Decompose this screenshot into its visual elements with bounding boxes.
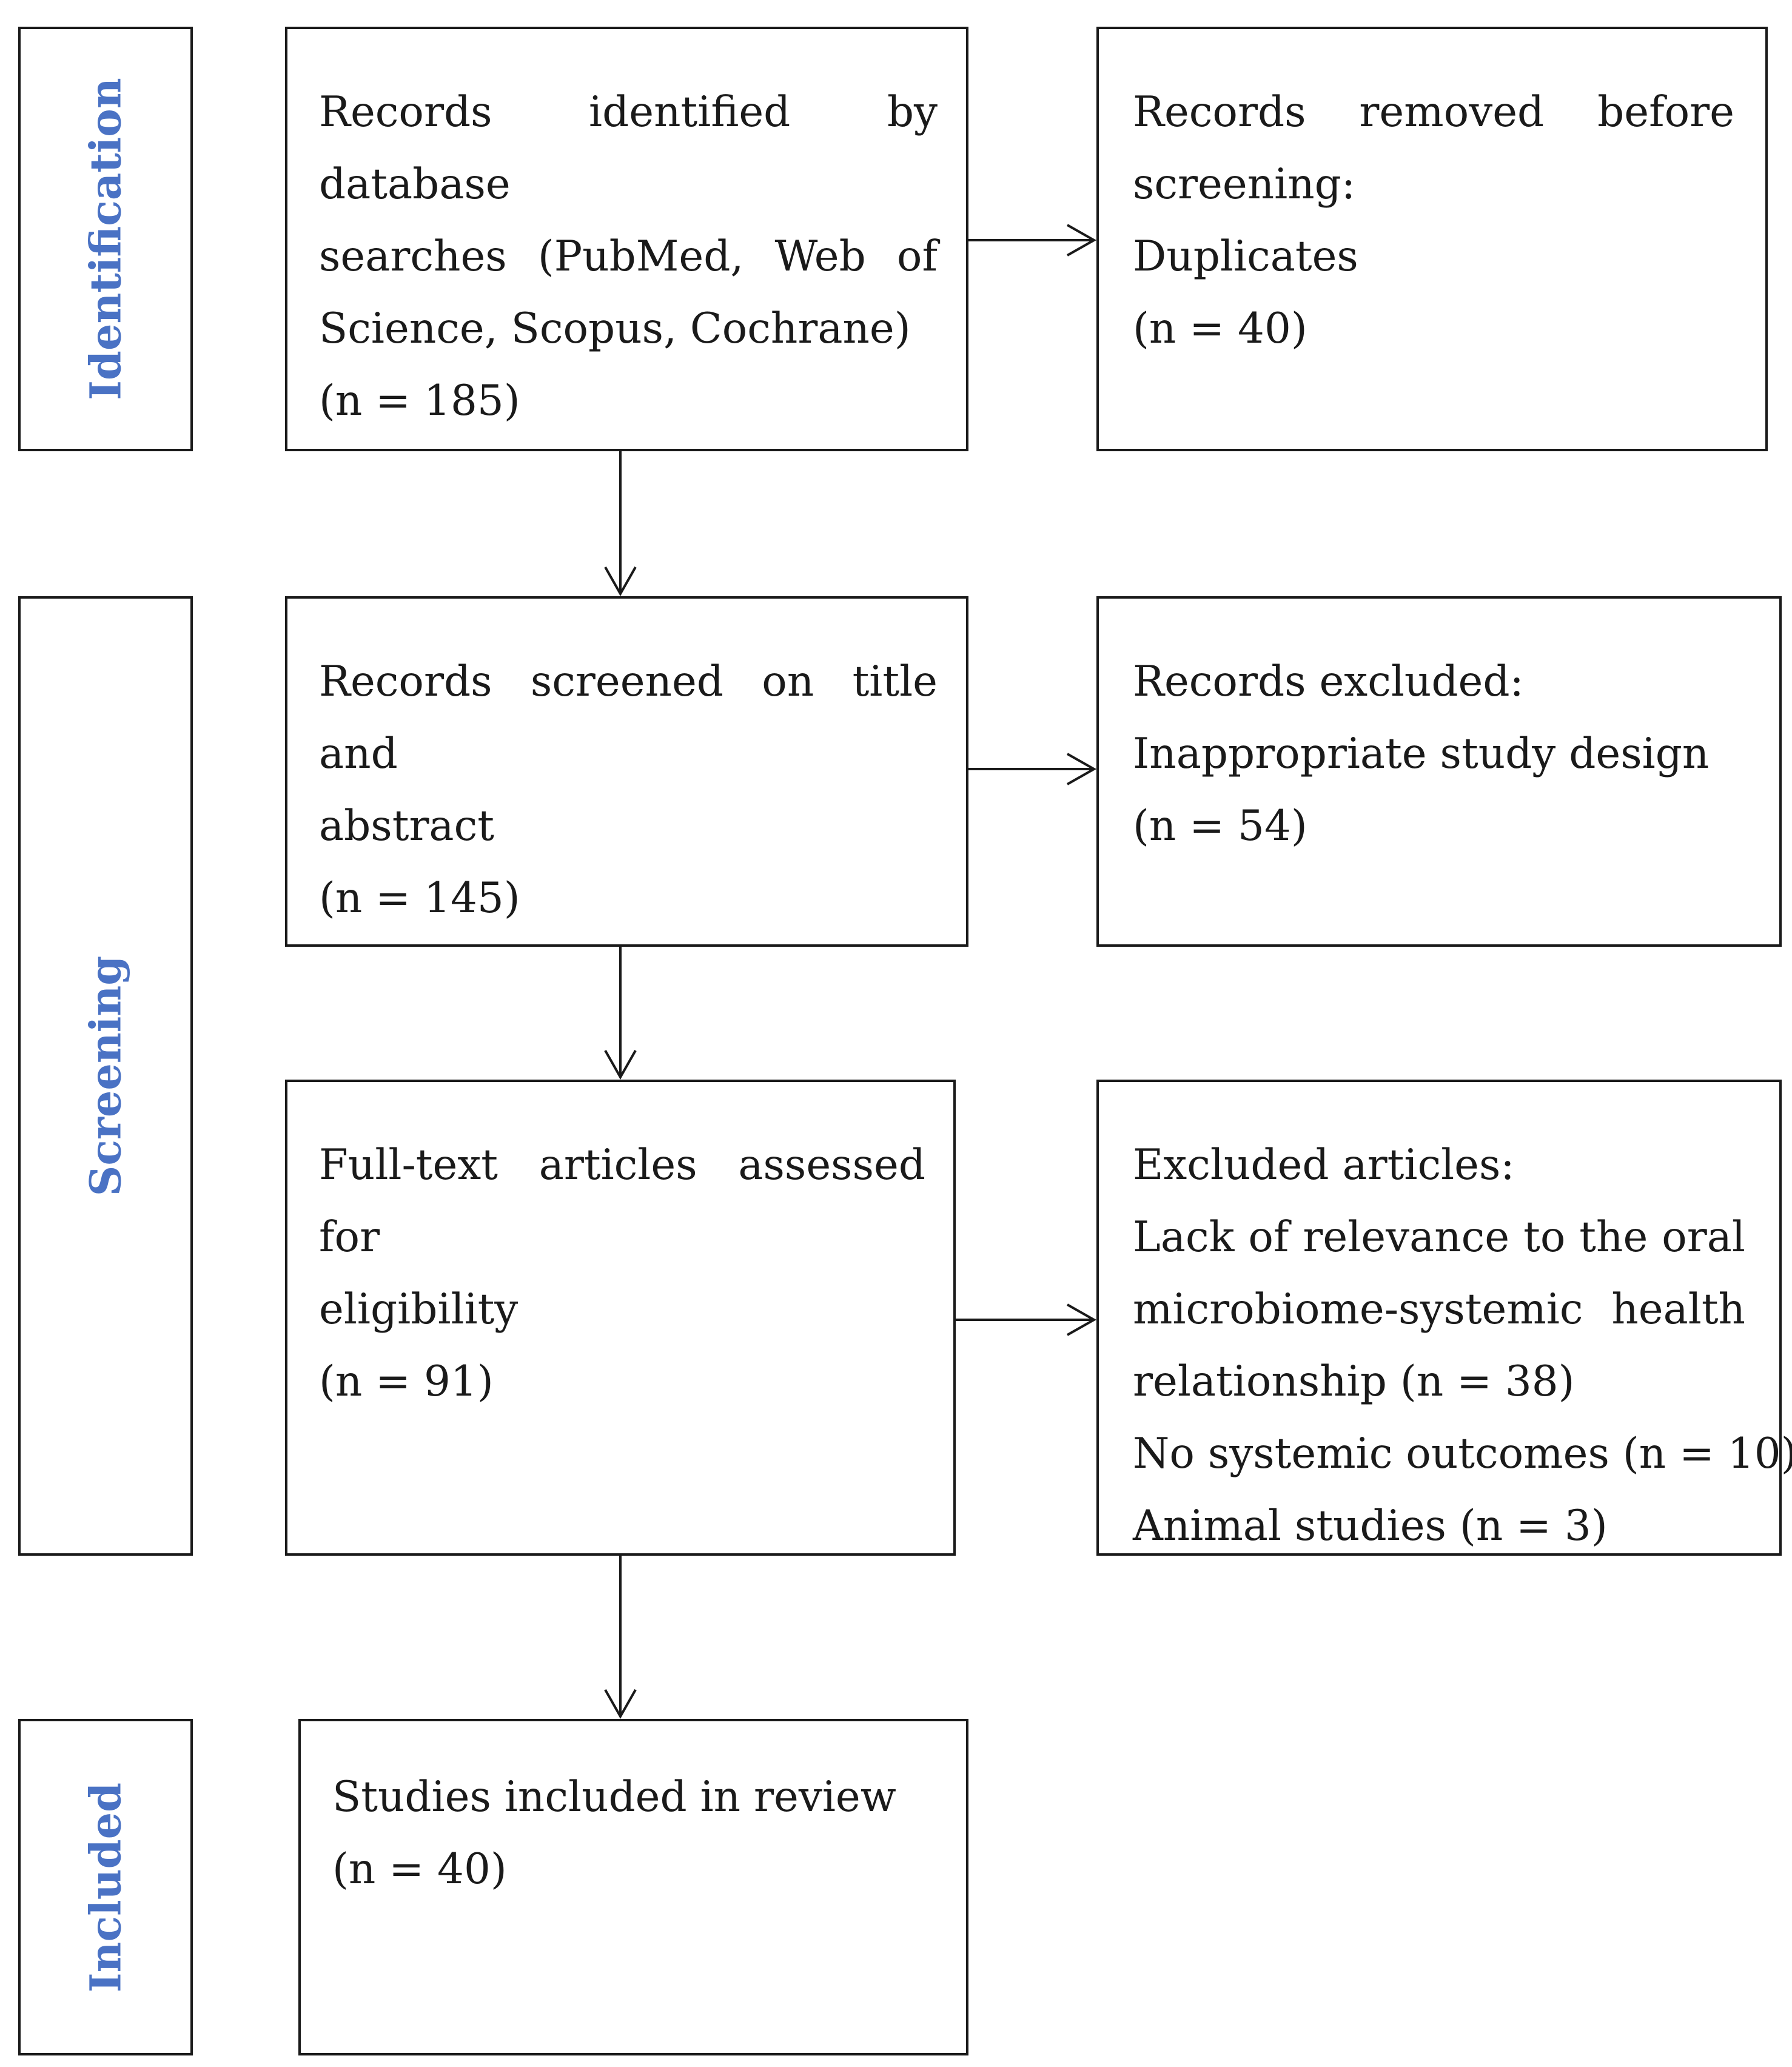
excluded-articles-line-4: relationship (n = 38) [1133, 1357, 1575, 1406]
arrow-screened-to-fulltext [604, 947, 637, 1080]
studies-included-line-1: Studies included in review [332, 1773, 896, 1821]
records-identified-line-3: Science, Scopus, Cochrane) [319, 304, 911, 353]
excluded-articles-line-6: Animal studies (n = 3) [1133, 1502, 1608, 1550]
studies-included-count: (n = 40) [332, 1845, 507, 1894]
excluded-articles-line-5: No systemic outcomes (n = 10) [1133, 1430, 1792, 1478]
records-excluded-count: (n = 54) [1133, 802, 1307, 850]
records-screened-box: Records screened on title and abstract (… [285, 596, 968, 947]
studies-included-box: Studies included in review (n = 40) [298, 1719, 968, 2055]
excluded-articles-line-3: microbiome-systemic health [1133, 1285, 1745, 1334]
records-identified-line-2: searches (PubMed, Web of [319, 232, 938, 281]
records-excluded-box: Records excluded: Inappropriate study de… [1096, 596, 1782, 947]
fulltext-articles-line-1: Full-text articles assessed for [319, 1141, 925, 1262]
records-excluded-line-2: Inappropriate study design [1133, 730, 1710, 778]
arrow-screened-to-excluded [968, 753, 1097, 785]
arrow-identified-to-screened [604, 451, 637, 597]
records-screened-line-1: Records screened on title and [319, 657, 938, 778]
records-identified-count: (n = 185) [319, 377, 520, 425]
records-screened-count: (n = 145) [319, 874, 520, 923]
fulltext-articles-count: (n = 91) [319, 1357, 494, 1406]
arrow-identified-to-removed [968, 224, 1097, 257]
records-removed-line-2: screening: [1133, 160, 1356, 209]
records-removed-line-3: Duplicates [1133, 232, 1358, 281]
arrow-fulltext-to-excluded [956, 1303, 1097, 1336]
excluded-articles-line-2: Lack of relevance to the oral [1133, 1213, 1745, 1262]
records-identified-box: Records identified by database searches … [285, 27, 968, 451]
records-excluded-line-1: Records excluded: [1133, 657, 1524, 706]
records-screened-line-2: abstract [319, 802, 494, 850]
excluded-articles-box: Excluded articles: Lack of relevance to … [1096, 1080, 1792, 1556]
fulltext-articles-line-2: eligibility [319, 1285, 518, 1334]
records-identified-line-1: Records identified by database [319, 88, 938, 209]
records-removed-box: Records removed before screening: Duplic… [1096, 27, 1768, 451]
excluded-articles-line-1: Excluded articles: [1133, 1141, 1515, 1189]
records-removed-line-1: Records removed before [1133, 88, 1734, 136]
phase-screening-box: Screening [18, 596, 193, 1556]
phase-identification-box: Identification [18, 27, 193, 451]
arrow-fulltext-to-included [604, 1556, 637, 1719]
fulltext-articles-box: Full-text articles assessed for eligibil… [285, 1080, 956, 1556]
phase-included-box: Included [18, 1719, 193, 2055]
records-removed-count: (n = 40) [1133, 304, 1307, 353]
